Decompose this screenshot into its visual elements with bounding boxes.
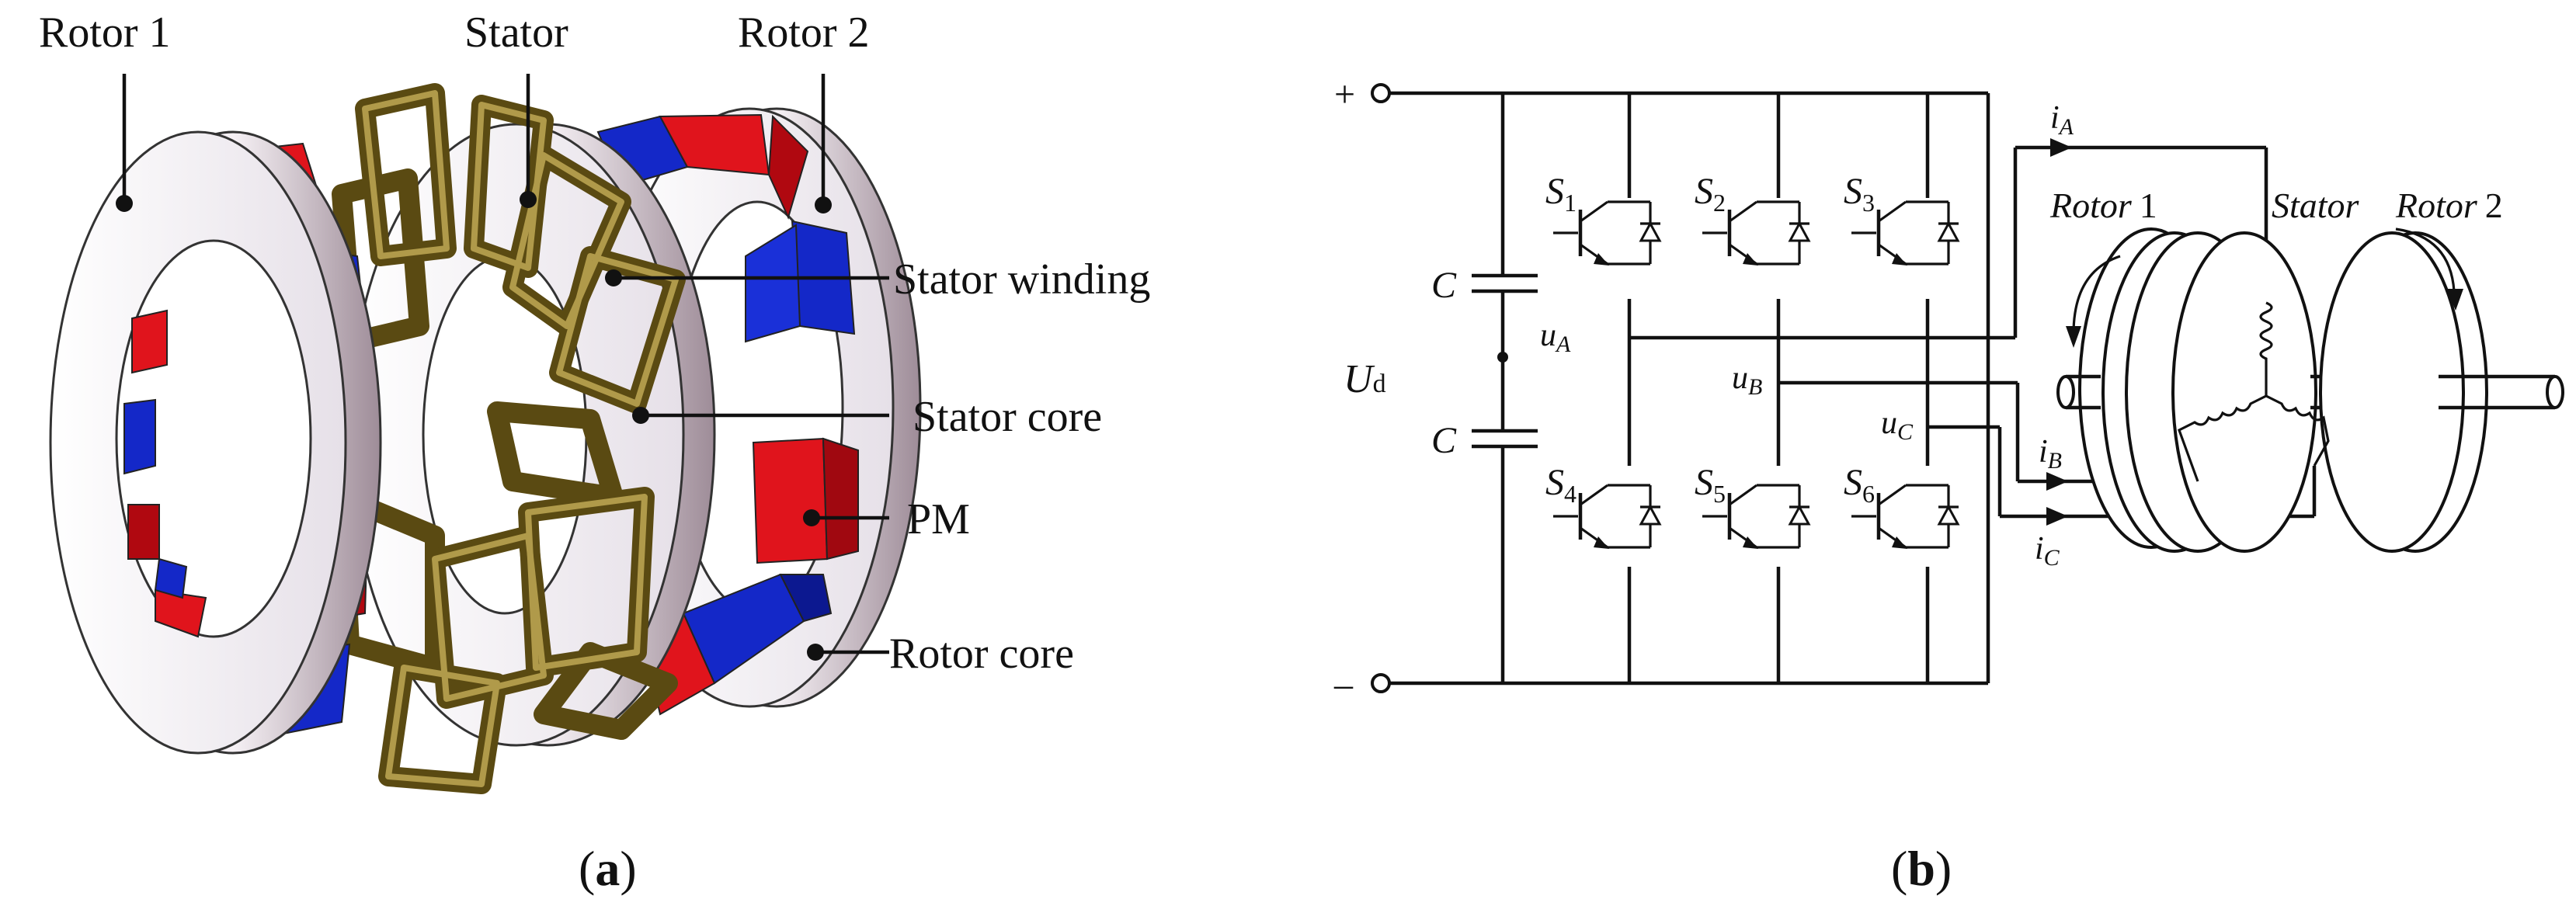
- caption-b: (b): [1891, 841, 1952, 896]
- terminal-minus: [1371, 673, 1391, 693]
- label-capacitor-top: C: [1431, 265, 1457, 306]
- rotor1-assembly: [49, 130, 382, 755]
- label-rotor2: Rotor 2: [738, 9, 870, 57]
- panel-a-motor-illustration: Rotor 1 Stator Rotor 2 Stator winding St…: [39, 9, 1150, 896]
- label-stator-core: Stator core: [913, 393, 1102, 441]
- label-pm: PM: [907, 495, 970, 543]
- label-rotor-core: Rotor core: [889, 630, 1074, 678]
- label-S4: S4: [1545, 462, 1577, 508]
- label-S6: S6: [1844, 462, 1875, 508]
- switch-S5: [1702, 484, 1811, 549]
- label-iC: iC: [2035, 531, 2060, 571]
- label-iB: iB: [2039, 434, 2062, 474]
- capacitor-branch: [1472, 93, 1538, 683]
- label-uC: uC: [1881, 405, 1914, 445]
- label-uA: uA: [1540, 318, 1571, 357]
- label-minus: –: [1333, 664, 1354, 705]
- label-machine-stator: Stator: [2272, 186, 2360, 225]
- inverter-legs: [1627, 93, 1990, 683]
- label-stator-winding: Stator winding: [893, 255, 1150, 304]
- pm-magnet-red: [822, 437, 859, 561]
- pm-magnet-blue: [779, 574, 833, 623]
- panel-b-inverter-circuit: + – C C Ud: [1333, 74, 2564, 896]
- label-S2: S2: [1695, 171, 1726, 217]
- label-uB: uB: [1732, 360, 1762, 400]
- label-S5: S5: [1695, 462, 1726, 508]
- label-capacitor-bottom: C: [1431, 420, 1457, 461]
- terminal-plus: [1371, 83, 1391, 103]
- dc-bus: [1371, 83, 1988, 693]
- machine-sketch: [2056, 227, 2564, 553]
- caption-a: (a): [579, 841, 637, 896]
- panel-a-leaders: [116, 74, 889, 661]
- label-dc-voltage: Ud: [1344, 357, 1386, 401]
- label-plus: +: [1334, 74, 1355, 115]
- label-S1: S1: [1545, 171, 1577, 217]
- switch-S4: [1553, 484, 1662, 549]
- pm-magnet-blue: [745, 224, 801, 343]
- switch-S1: [1553, 200, 1662, 266]
- label-S3: S3: [1844, 171, 1875, 217]
- pm-magnet-red: [767, 114, 809, 220]
- switch-S3: [1851, 200, 1960, 266]
- switch-S6: [1851, 484, 1960, 549]
- pm-magnet-red: [752, 437, 829, 564]
- switch-S2: [1702, 200, 1811, 266]
- label-stator: Stator: [464, 9, 568, 57]
- label-rotor1: Rotor 1: [39, 9, 171, 57]
- label-iA: iA: [2050, 100, 2074, 140]
